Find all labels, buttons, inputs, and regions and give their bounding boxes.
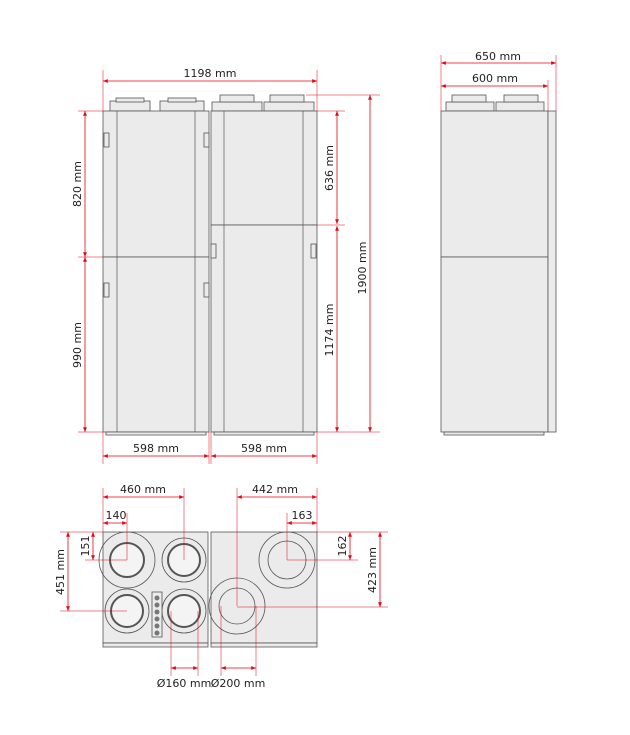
left-spigot-y-label: 451 mm (54, 549, 67, 595)
left-diameter-label: Ø160 mm (157, 677, 212, 690)
total-width-label: 1198 mm (184, 67, 237, 80)
front-dimensions: 1198 mm 820 mm 990 mm 636 mm 1174 mm 190… (71, 67, 380, 464)
duct-spigot (98, 531, 316, 635)
left-spigot-spacing-label: 460 mm (120, 483, 166, 496)
right-upper-module (210, 110, 318, 226)
left-lower-height-label: 990 mm (71, 322, 84, 368)
front-view (102, 94, 318, 436)
top-dimensions: 460 mm 140 151 451 mm 442 mm 163 162 423… (54, 483, 388, 690)
left-width-label: 598 mm (133, 442, 179, 455)
right-width-label: 598 mm (241, 442, 287, 455)
right-lower-height-label: 1174 mm (323, 304, 336, 357)
right-offset-y-label: 162 (336, 536, 349, 557)
right-upper-height-label: 636 mm (323, 145, 336, 191)
left-upper-height-label: 820 mm (71, 161, 84, 207)
total-height-label: 1900 mm (356, 242, 369, 295)
latch-icon (103, 132, 317, 298)
right-diameter-label: Ø200 mm (211, 677, 266, 690)
left-offset-y-label: 151 (79, 536, 92, 557)
body-depth-label: 600 mm (472, 72, 518, 85)
top-view (98, 531, 318, 648)
right-lower-module (210, 224, 318, 433)
right-spigot-spacing-label: 442 mm (252, 483, 298, 496)
left-lower-module (102, 256, 210, 433)
outer-depth-label: 650 mm (475, 50, 521, 63)
left-offset-x-label: 140 (106, 509, 127, 522)
side-view: 650 mm 600 mm (440, 50, 557, 436)
right-spigot-y-label: 423 mm (366, 547, 379, 593)
right-offset-x-label: 163 (292, 509, 313, 522)
left-upper-module (102, 110, 210, 258)
